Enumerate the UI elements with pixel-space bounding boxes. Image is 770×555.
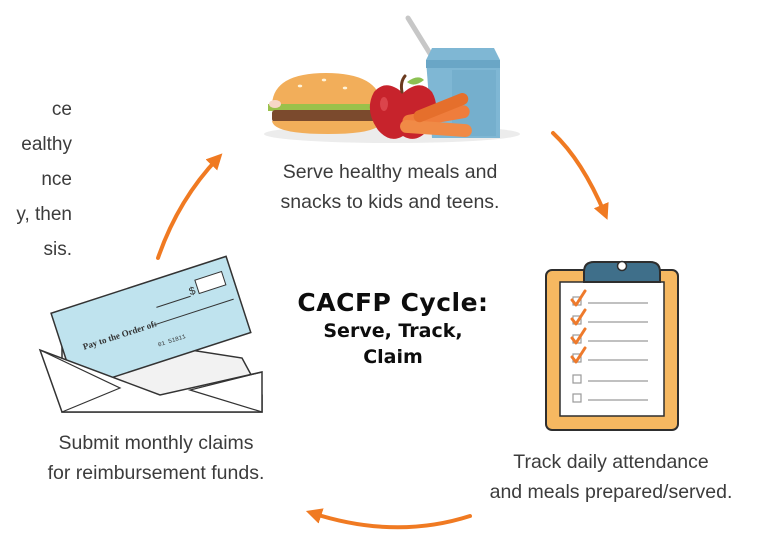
arrow-track-to-claim (305, 508, 472, 530)
title-line-2: Serve, Track, (323, 320, 463, 342)
check-paper: $ Pay to the Order of: 01 51811 (50, 255, 252, 391)
intro-line: y, then (16, 204, 72, 225)
intro-line: sis. (43, 239, 73, 260)
track-caption-line-1: Track daily attendance (513, 451, 709, 473)
track-caption: Track daily attendance and meals prepare… (455, 447, 767, 507)
claim-caption-line-2: for reimbursement funds. (47, 462, 265, 484)
serve-caption-line-2: snacks to kids and teens. (280, 191, 500, 213)
title-line-1: CACFP Cycle: (297, 288, 489, 317)
food-illustration (264, 15, 520, 143)
arrow-claim-to-serve (156, 153, 223, 260)
clipboard-icon (545, 260, 679, 431)
serve-caption: Serve healthy meals and snacks to kids a… (245, 157, 535, 217)
claim-caption: Submit monthly claims for reimbursement … (6, 428, 306, 488)
track-caption-line-2: and meals prepared/served. (489, 481, 733, 503)
carrot-icon (400, 93, 472, 138)
envelope-check-icon: $ Pay to the Order of: 01 51811 (38, 255, 263, 413)
cycle-title: CACFP Cycle: Serve, Track, Claim (268, 288, 518, 370)
intro-line: ce (51, 99, 72, 120)
envelope-front (38, 348, 263, 413)
claim-caption-line-1: Submit monthly claims (58, 432, 254, 454)
intro-line: ealthy (21, 134, 72, 155)
burger-icon (268, 73, 386, 134)
checkmark-icon (570, 289, 587, 364)
serve-caption-line-1: Serve healthy meals and (282, 161, 498, 183)
arrow-serve-to-track (551, 131, 609, 220)
intro-paragraph-fragment: ce ealthy nce y, then sis. (0, 92, 72, 267)
intro-line: nce (41, 169, 72, 190)
check-dollar-sign: $ (188, 285, 198, 298)
title-line-3: Claim (363, 346, 423, 368)
